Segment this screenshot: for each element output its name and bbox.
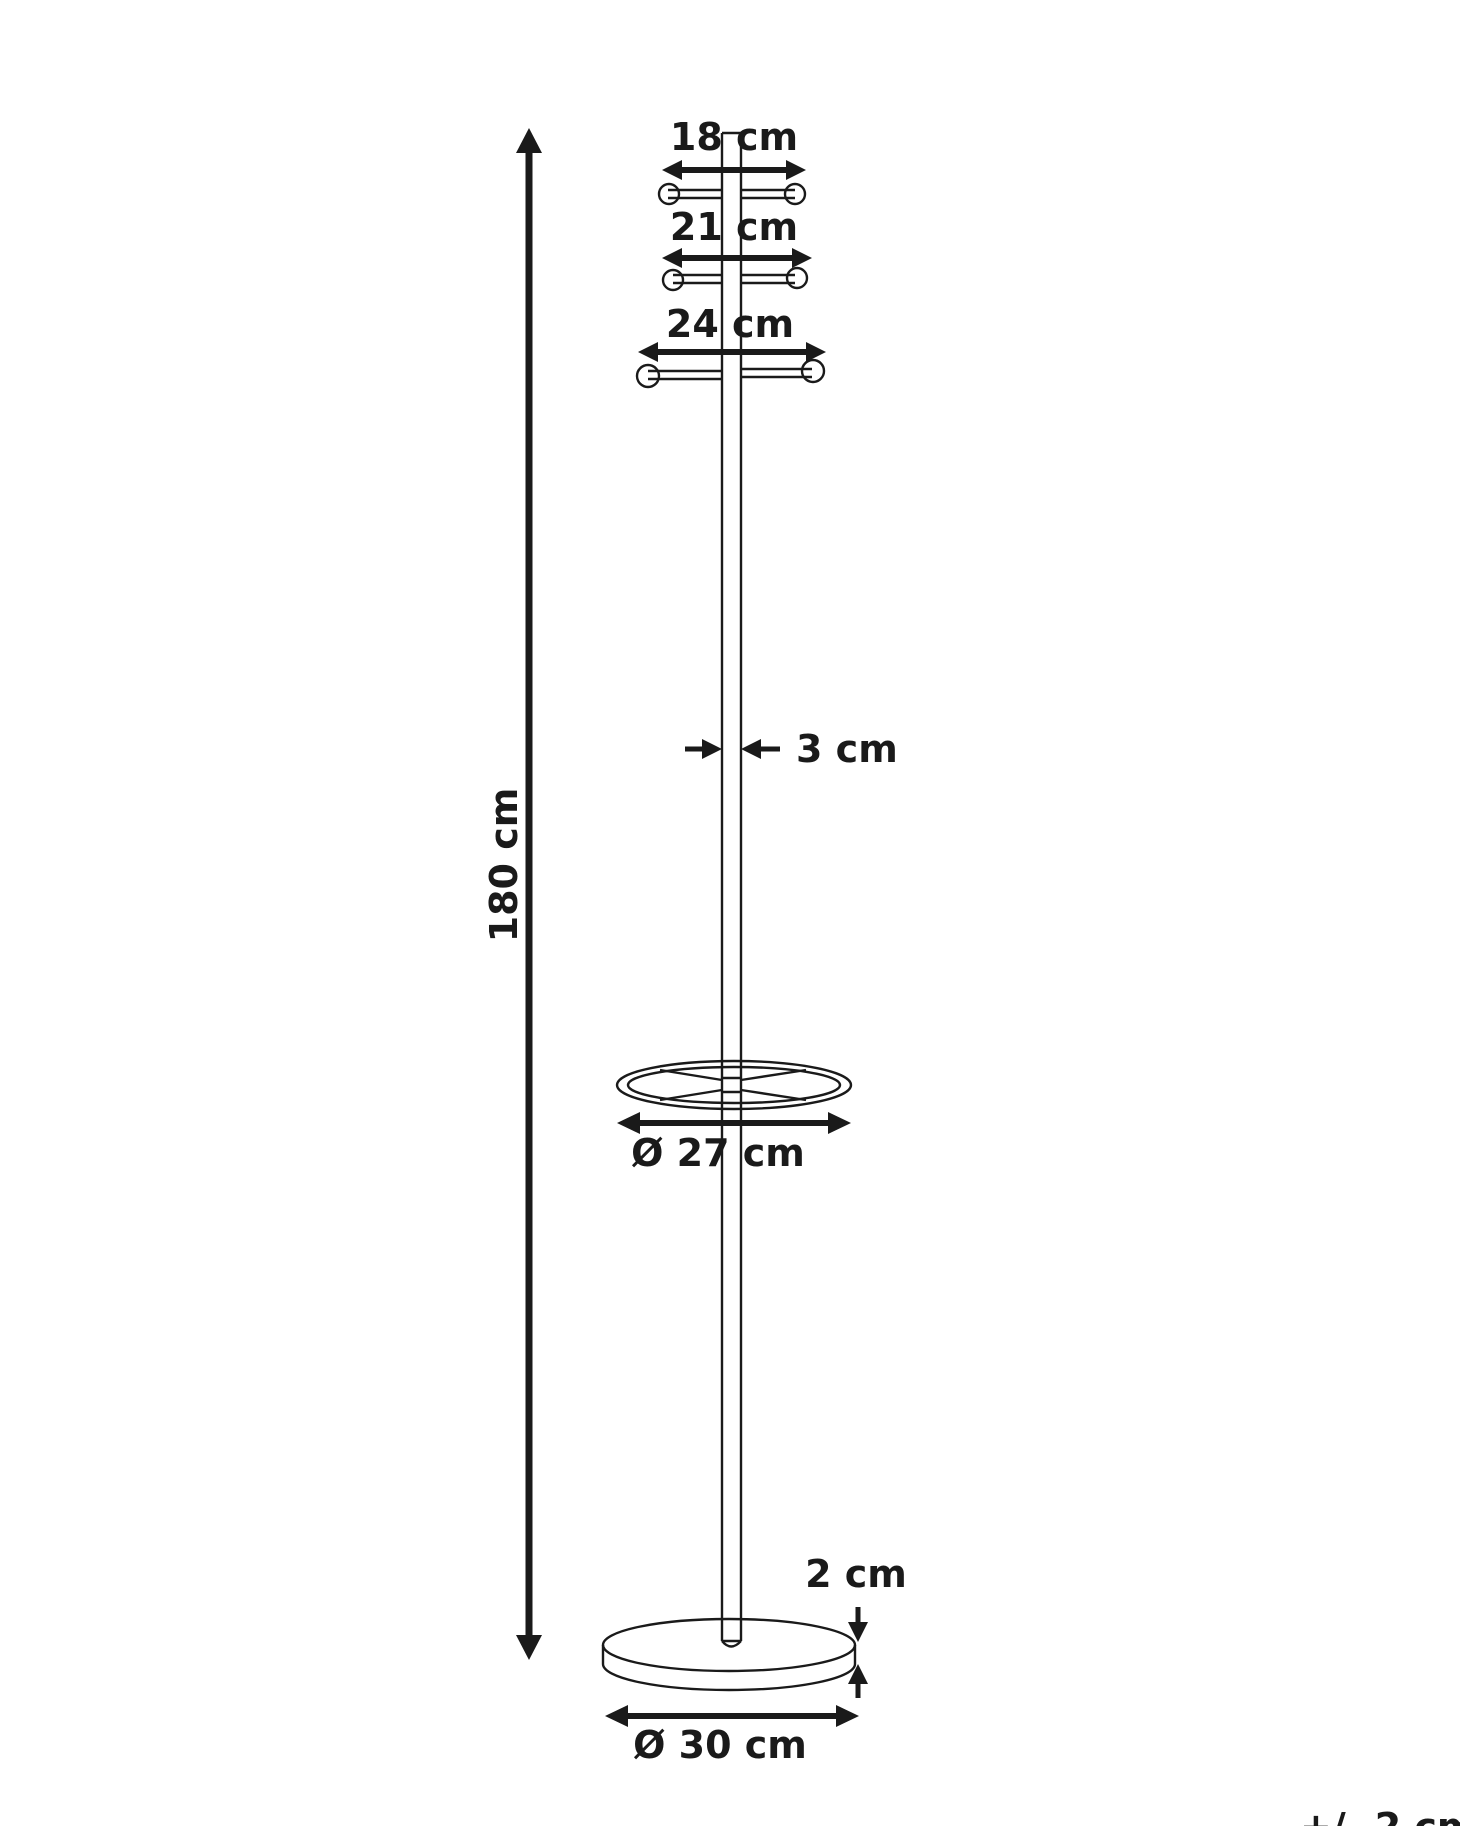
- hook-top-width-arrow: [662, 160, 806, 180]
- total-height-label: 180 cm: [482, 788, 526, 943]
- base-diameter-arrow: [605, 1705, 859, 1727]
- hook-middle-width-arrow: [662, 248, 812, 268]
- umbrella-ring: [615, 1059, 853, 1111]
- base: [601, 1617, 857, 1692]
- tolerance-note: +/- 2 cm: [1300, 1805, 1460, 1826]
- hook-middle-width-label: 21 cm: [670, 205, 798, 249]
- base-thickness-arrows: [848, 1607, 868, 1698]
- height-dimension-arrow: [516, 128, 542, 1660]
- hook-bottom-width-label: 24 cm: [666, 302, 794, 346]
- hook-top: [657, 182, 807, 206]
- hook-middle: [661, 266, 809, 292]
- pole: [720, 131, 743, 1648]
- pole-diameter-label: 3 cm: [796, 727, 898, 771]
- hook-top-width-label: 18 cm: [670, 115, 798, 159]
- base-diameter-label: Ø 30 cm: [633, 1723, 807, 1767]
- umbrella-ring-diameter-label: Ø 27 cm: [631, 1131, 805, 1175]
- base-thickness-label: 2 cm: [805, 1552, 907, 1596]
- hook-bottom: [635, 358, 826, 389]
- pole-diameter-arrows: [685, 739, 780, 759]
- hook-bottom-width-arrow: [638, 342, 826, 362]
- umbrella-ring-diameter-arrow: [617, 1112, 851, 1134]
